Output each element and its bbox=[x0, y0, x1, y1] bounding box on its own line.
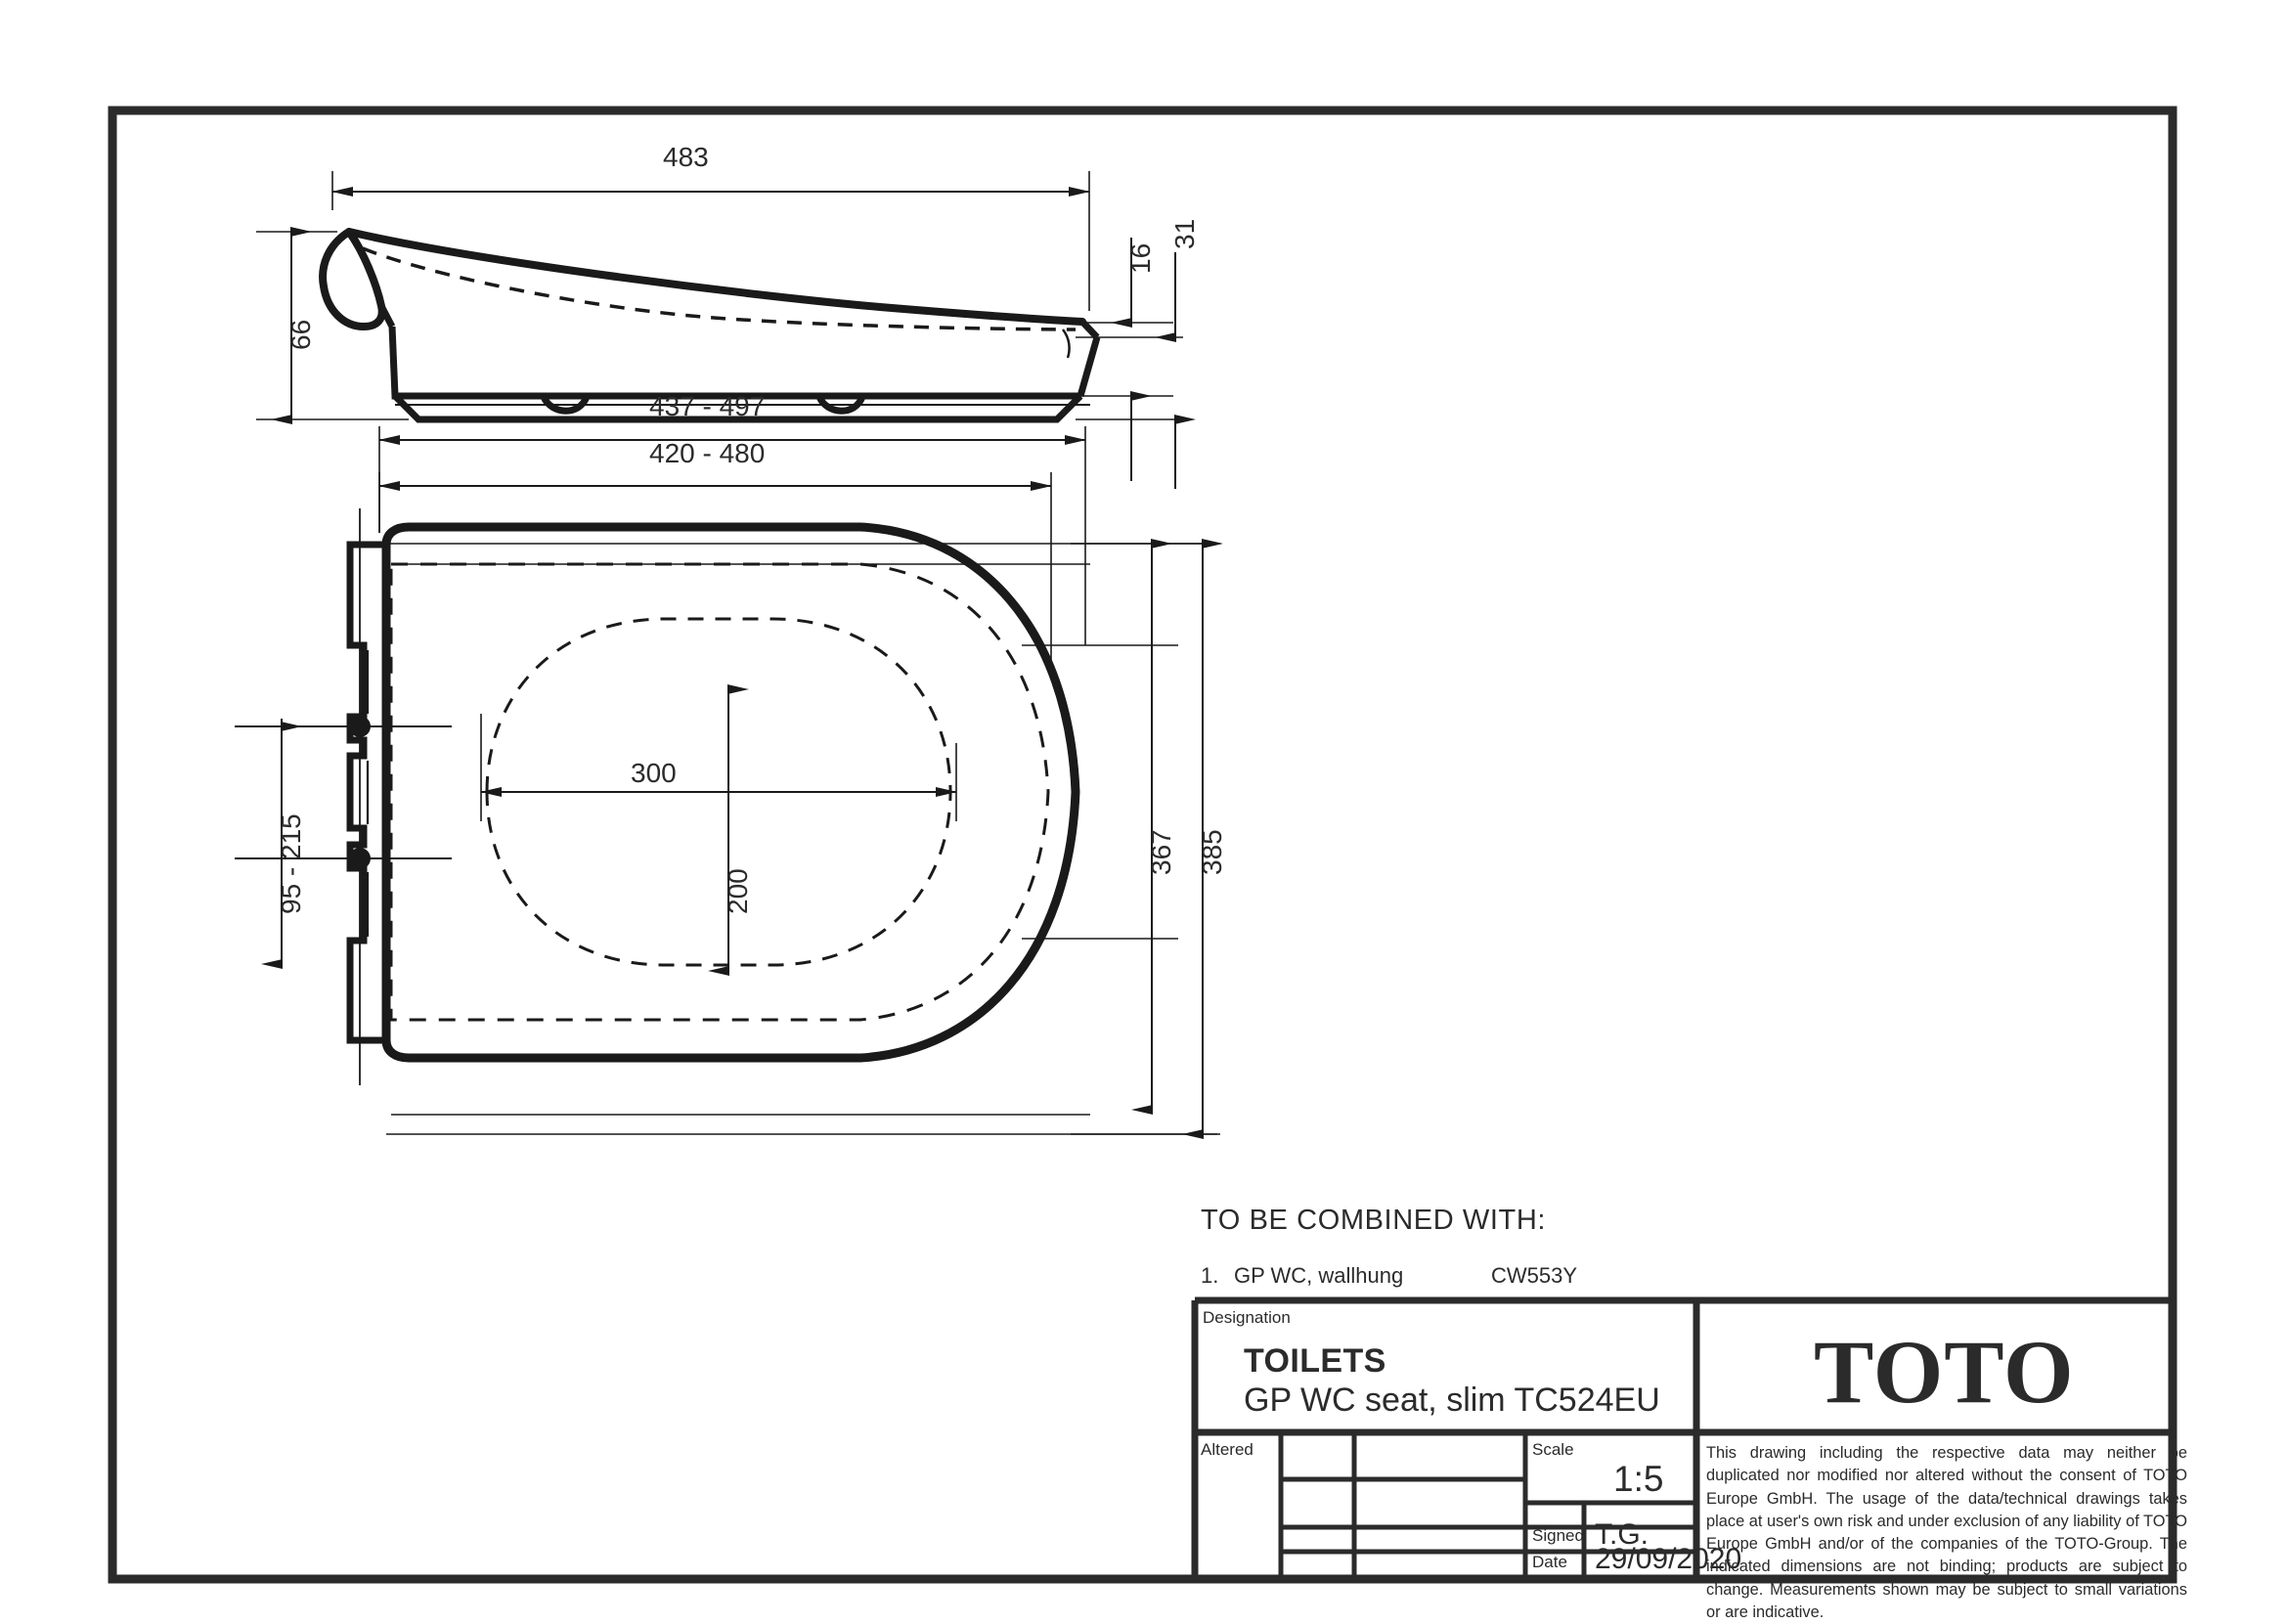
combined-with-heading: TO BE COMBINED WITH: bbox=[1201, 1205, 1547, 1236]
designation-line-2: GP WC seat, slim TC524EU bbox=[1244, 1382, 1660, 1419]
combined-with-item-code: CW553Y bbox=[1491, 1263, 1578, 1288]
plan-construction-lines bbox=[386, 543, 1220, 1135]
plan-view-geometry bbox=[235, 508, 1080, 1085]
sheet-border bbox=[108, 106, 2177, 1584]
date-label: Date bbox=[1532, 1553, 1567, 1571]
title-block-lines bbox=[1191, 1296, 2173, 1579]
dim-label-385: 385 bbox=[1197, 829, 1227, 875]
side-elevation-geometry bbox=[319, 228, 1101, 423]
dimension-66 bbox=[256, 227, 409, 424]
combined-with-item-index: 1. bbox=[1201, 1263, 1219, 1288]
combined-with-item-label: GP WC, wallhung bbox=[1234, 1263, 1404, 1288]
toto-logo: TOTO bbox=[1814, 1322, 2075, 1422]
designation-line-1: TOILETS bbox=[1244, 1342, 1386, 1380]
designation-label: Designation bbox=[1203, 1308, 1291, 1327]
disclaimer-text: This drawing including the respective da… bbox=[1706, 1444, 2187, 1622]
dim-label-95-215: 95 - 215 bbox=[276, 813, 306, 914]
dim-label-200: 200 bbox=[723, 868, 753, 914]
dimension-95-215 bbox=[235, 719, 352, 969]
signed-value: T.G. bbox=[1595, 1518, 1649, 1551]
dim-label-300: 300 bbox=[631, 758, 677, 788]
dimension-16 bbox=[1076, 238, 1173, 481]
dim-label-31: 31 bbox=[1169, 218, 1200, 249]
dimension-483 bbox=[331, 171, 1090, 311]
dim-label-16: 16 bbox=[1125, 242, 1156, 274]
dimension-300 bbox=[480, 714, 957, 821]
date-value: 29/09/2020 bbox=[1595, 1543, 1742, 1575]
scale-value: 1:5 bbox=[1613, 1459, 1664, 1499]
signed-label: Signed bbox=[1532, 1526, 1584, 1545]
dimension-367 bbox=[1022, 539, 1178, 1115]
dim-label-367: 367 bbox=[1146, 829, 1176, 875]
dim-label-420-480: 420 - 480 bbox=[649, 438, 766, 468]
dim-label-66: 66 bbox=[286, 319, 316, 350]
altered-label: Altered bbox=[1201, 1440, 1253, 1459]
dimension-385 bbox=[1071, 539, 1223, 1139]
dimension-420-480 bbox=[378, 472, 1052, 675]
dim-label-437-497: 437 - 497 bbox=[649, 391, 766, 421]
dim-label-483: 483 bbox=[663, 142, 709, 172]
dimension-31 bbox=[1076, 252, 1196, 489]
scale-label: Scale bbox=[1532, 1440, 1574, 1459]
